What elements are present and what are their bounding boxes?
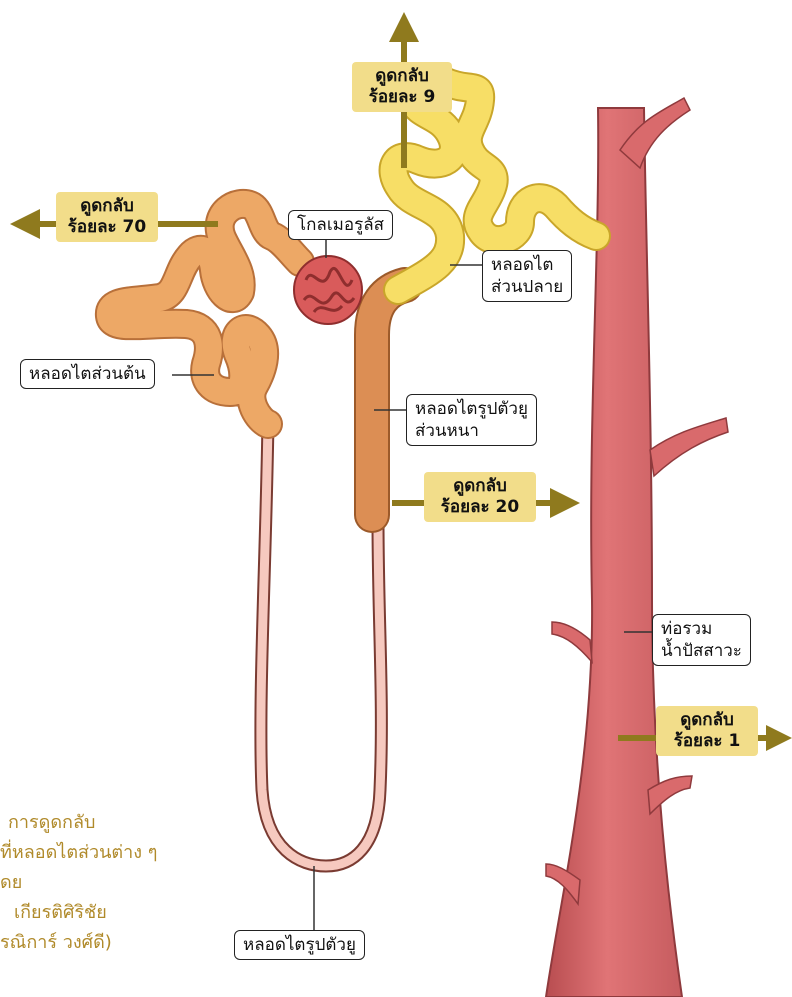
rate-distal: ดูดกลับ ร้อยละ 9 (352, 62, 452, 112)
label-distal-tubule: หลอดไต ส่วนปลาย (482, 250, 572, 302)
caption: การดูดกลับ ที่หลอดไตส่วนต่าง ๆ ดย เกียรต… (0, 808, 230, 958)
caption-line-5: รณิการ์ วงศ์ดี) (0, 928, 230, 958)
label-thick-loop: หลอดไตรูปตัวยู ส่วนหนา (406, 394, 537, 446)
label-proximal-tubule: หลอดไตส่วนต้น (20, 359, 155, 389)
label-glomerulus: โกลเมอรูลัส (288, 210, 393, 240)
label-collecting-duct: ท่อรวม น้ำปัสสาวะ (652, 614, 751, 666)
label-loop-of-henle: หลอดไตรูปตัวยู (234, 930, 365, 960)
caption-line-3: ดย (0, 868, 230, 898)
caption-line-1: การดูดกลับ (0, 808, 230, 838)
rate-proximal: ดูดกลับ ร้อยละ 70 (56, 192, 158, 242)
rate-thick-loop: ดูดกลับ ร้อยละ 20 (424, 472, 536, 522)
caption-line-4: เกียรติศิริชัย (0, 898, 230, 928)
rate-collecting: ดูดกลับ ร้อยละ 1 (656, 706, 758, 756)
glomerulus (294, 256, 362, 324)
caption-line-2: ที่หลอดไตส่วนต่าง ๆ (0, 838, 230, 868)
